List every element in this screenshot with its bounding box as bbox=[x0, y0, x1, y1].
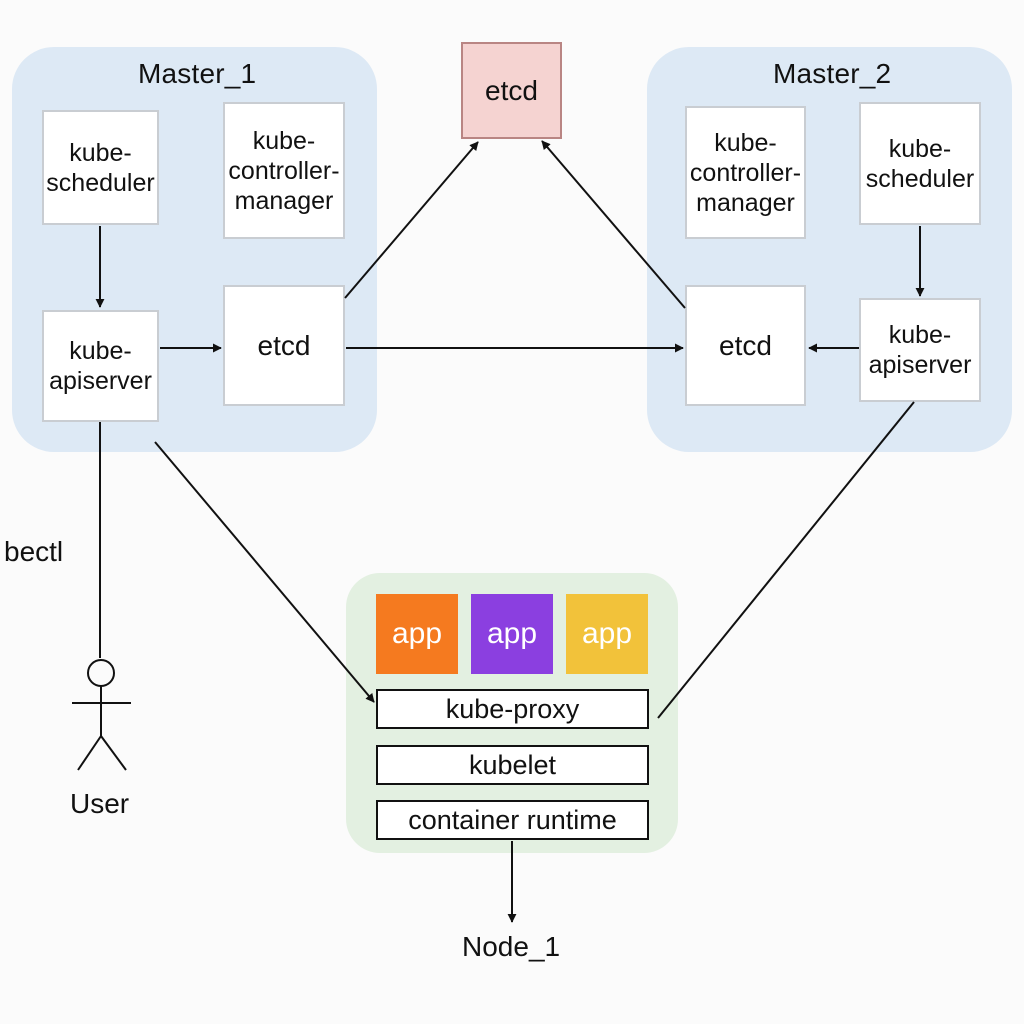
app-box-2: app bbox=[471, 594, 553, 674]
master-1-kube-controller-manager-box: kube- controller- manager bbox=[223, 102, 345, 239]
app-box-1: app bbox=[376, 594, 458, 674]
master-1-etcd-box: etcd bbox=[223, 285, 345, 406]
master-2-kube-controller-manager-box: kube- controller- manager bbox=[685, 106, 806, 239]
master-1-kube-scheduler-box: kube- scheduler bbox=[42, 110, 159, 225]
node-1-title: Node_1 bbox=[462, 931, 561, 962]
kubelet-bar: kubelet bbox=[376, 745, 649, 785]
arrow-m1-etcd-to-central-etcd bbox=[344, 141, 479, 299]
line-m2-apiserver-to-kube-proxy bbox=[657, 401, 915, 719]
master-2-title: Master_2 bbox=[773, 58, 892, 89]
user-icon bbox=[72, 659, 131, 771]
kube-proxy-bar: kube-proxy bbox=[376, 689, 649, 729]
kubectl-label: bectl bbox=[4, 536, 64, 567]
app-box-3: app bbox=[566, 594, 648, 674]
central-etcd-box: etcd bbox=[461, 42, 562, 139]
arrow-m1-apiserver-to-kube-proxy bbox=[154, 441, 375, 703]
arrow-m2-etcd-to-central-etcd bbox=[541, 140, 686, 309]
container-runtime-bar: container runtime bbox=[376, 800, 649, 840]
master-2-etcd-box: etcd bbox=[685, 285, 806, 406]
master-2-kube-apiserver-box: kube- apiserver bbox=[859, 298, 981, 402]
user-label: User bbox=[70, 788, 130, 819]
master-1-kube-apiserver-box: kube- apiserver bbox=[42, 310, 159, 422]
master-1-title: Master_1 bbox=[138, 58, 257, 89]
master-2-kube-scheduler-box: kube- scheduler bbox=[859, 102, 981, 225]
